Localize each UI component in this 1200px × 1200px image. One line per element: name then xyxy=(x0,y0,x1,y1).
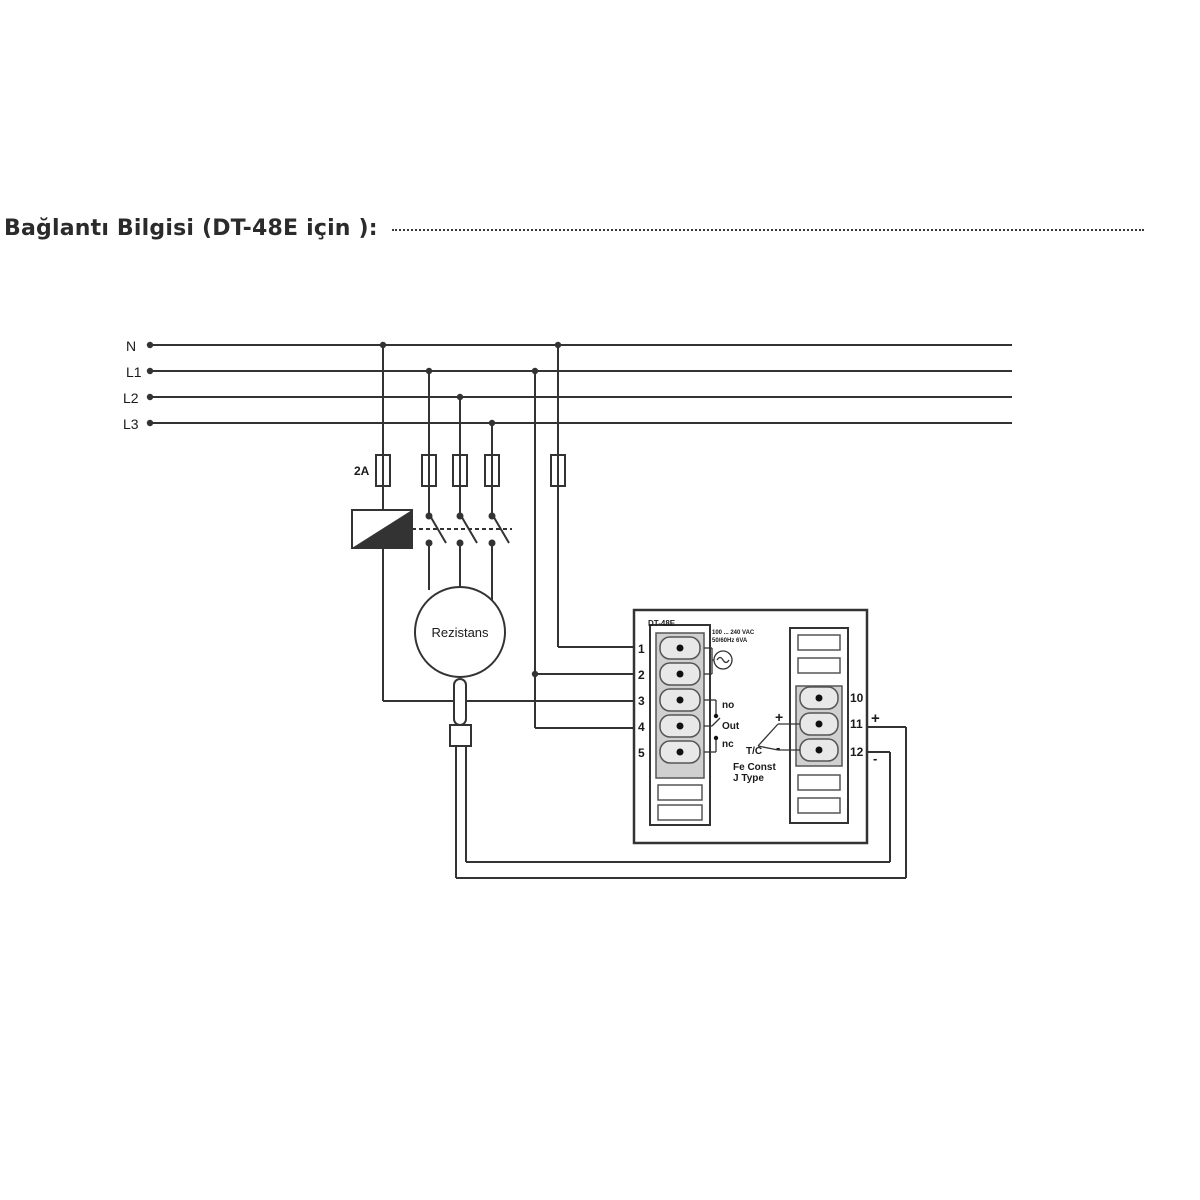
tc-plus-label: + xyxy=(775,709,783,725)
tc-minus-label: - xyxy=(776,740,780,755)
relay-no-label: no xyxy=(722,700,734,711)
ext-minus-label: - xyxy=(873,751,877,766)
terminal-5: 5 xyxy=(638,746,645,760)
supply-rating: 100 ... 240 VAC xyxy=(712,630,755,636)
fuse-device xyxy=(550,454,566,487)
contactor-coil xyxy=(351,509,413,549)
label-n: N xyxy=(126,338,136,354)
terminal-12: 12 xyxy=(850,745,864,759)
tc-label: T/C xyxy=(746,746,762,757)
terminal-10: 10 xyxy=(850,691,864,705)
fuse-label: 2A xyxy=(354,464,370,478)
dotted-leader xyxy=(391,229,1144,231)
fuse-l3 xyxy=(484,454,500,487)
thermocouple-symbol xyxy=(757,723,800,751)
terminal-11: 11 xyxy=(850,717,863,731)
relay-out-label: Out xyxy=(722,721,740,732)
fuse-l2 xyxy=(452,454,468,487)
label-l2: L2 xyxy=(123,390,139,406)
contactor-switches xyxy=(428,486,510,600)
supply-lines xyxy=(150,344,1012,424)
terminal-3: 3 xyxy=(638,694,645,708)
relay-contacts xyxy=(704,699,721,753)
terminal-4: 4 xyxy=(638,720,645,734)
fuse-2a xyxy=(375,454,391,487)
label-l1: L1 xyxy=(126,364,142,380)
sensor-type-line1: Fe Const xyxy=(733,762,776,773)
page-header: Bağlantı Bilgisi (DT-48E için ): xyxy=(4,208,1144,248)
terminal-1: 1 xyxy=(638,642,645,656)
ext-plus-label: + xyxy=(871,710,880,727)
heater-symbol xyxy=(414,586,506,678)
relay-nc-label: nc xyxy=(722,739,734,750)
supply-frequency: 50/60Hz 6VA xyxy=(712,638,748,644)
line-terminal-dots xyxy=(146,341,562,427)
label-l3: L3 xyxy=(123,416,139,432)
fuse-l1 xyxy=(421,454,437,487)
device-name: DT-48E xyxy=(648,619,676,628)
thermocouple-probe xyxy=(449,678,472,878)
sensor-type-line2: J Type xyxy=(733,773,764,784)
page-title: Bağlantı Bilgisi (DT-48E için ): xyxy=(4,215,378,241)
heater-label: Rezistans xyxy=(431,625,489,640)
terminal-2: 2 xyxy=(638,668,645,682)
